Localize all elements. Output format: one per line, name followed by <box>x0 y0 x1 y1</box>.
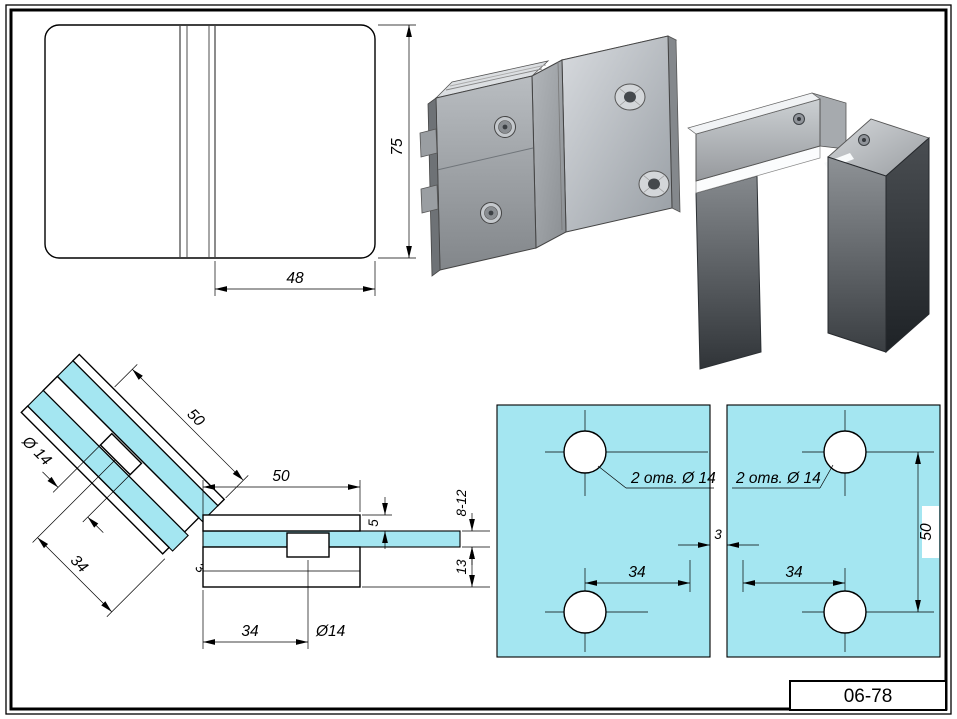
border-frame <box>5 4 952 715</box>
dim-text-13: 13 <box>454 559 469 575</box>
dim-text-8-12: 8-12 <box>454 489 469 517</box>
glass-section <box>202 530 461 548</box>
dim-plate-gap-3: 3 <box>678 527 759 548</box>
glass-panel-left <box>695 175 762 370</box>
hole-bore <box>648 178 660 190</box>
dim-text-50: 50 <box>272 468 290 485</box>
screw-section <box>286 532 330 558</box>
part-number: 06-78 <box>844 686 893 707</box>
inner-border <box>9 8 948 711</box>
channel-line <box>449 64 547 87</box>
leader-line <box>819 464 834 489</box>
top-plate-section <box>202 514 361 532</box>
channel-line <box>445 68 543 91</box>
holes-note-right: 2 отв. Ø 14 <box>732 464 834 489</box>
screw-center <box>862 138 866 142</box>
dim-glass-8-12: 8-12 <box>454 489 490 565</box>
title-block-box <box>789 680 947 711</box>
dim-text-75: 75 <box>389 138 406 156</box>
dim-text-34: 34 <box>628 564 646 581</box>
dim-text-5: 5 <box>366 519 381 527</box>
dim-height-75: 75 <box>378 24 416 259</box>
dim-hole-spacing-50: 50 <box>915 452 939 612</box>
extension-line <box>52 440 105 493</box>
dimension-line <box>132 369 244 481</box>
drill-hole <box>823 590 867 634</box>
dim-text-34: 34 <box>785 564 803 581</box>
holes-note-left: 2 отв. Ø 14 <box>597 465 716 489</box>
section-view: 50 5 8-12 13 34 Ø14 <box>202 468 490 649</box>
dim-text-50: 50 <box>918 523 935 541</box>
front-view: 48 75 <box>44 24 416 296</box>
dimension-arrow-line <box>87 516 104 533</box>
dim-width-48: 48 <box>214 261 376 296</box>
dim-text-dia14: Ø14 <box>315 623 346 640</box>
backplate-face <box>561 35 673 233</box>
clamp-tooth <box>419 128 438 158</box>
bottom-plate-section <box>202 546 361 588</box>
dim-text-halo <box>922 506 939 558</box>
fold-line <box>557 61 563 231</box>
socket-screw <box>494 116 516 138</box>
dim-text-50: 50 <box>183 406 207 430</box>
screw-center <box>797 117 801 121</box>
extension-line <box>32 459 116 543</box>
dim-text-3: 3 <box>714 527 722 542</box>
front-view-outline <box>44 24 376 259</box>
extension-line <box>106 558 166 618</box>
drill-hole <box>823 430 867 474</box>
countersunk-hole <box>614 83 646 111</box>
screw-center <box>502 124 508 130</box>
drill-hole <box>563 590 607 634</box>
leader-line <box>597 465 627 489</box>
dim-text-34: 34 <box>67 552 91 576</box>
socket-screw <box>480 202 502 224</box>
iso-view-bracket <box>419 35 681 277</box>
dim-offset-right-34: 34 <box>742 560 845 592</box>
dim-offset-left-34: 34 <box>585 560 691 592</box>
dim-length-50: 50 <box>202 468 361 529</box>
clamp-seam <box>436 147 534 171</box>
extension-line <box>114 364 138 388</box>
dim-text-48: 48 <box>286 270 304 287</box>
title-block: 06-78 <box>789 680 947 711</box>
clamp-front-face <box>435 75 537 271</box>
dim-text-34: 34 <box>241 623 259 640</box>
plates-view: 2 отв. Ø 14 2 отв. Ø 14 3 34 34 50 <box>496 404 941 658</box>
holes-note-text: 2 отв. Ø 14 <box>630 470 716 487</box>
drill-hole <box>563 430 607 474</box>
dim-hole-offset-34: 34 Ø14 <box>202 560 346 649</box>
countersunk-hole <box>638 170 670 198</box>
dimension-line <box>37 537 113 613</box>
holes-note-text: 2 отв. Ø 14 <box>735 470 821 487</box>
clamp-tooth <box>420 184 439 214</box>
z-bend <box>531 59 567 249</box>
outer-border <box>5 4 952 715</box>
dim-bottom-plate-13: 13 <box>362 547 490 588</box>
angled-view: 50 Ø 14 34 <box>18 353 249 618</box>
hole-bore <box>624 91 636 103</box>
glass-block-left-face <box>827 156 887 353</box>
dimension-arrow-line <box>42 471 59 488</box>
dim-top-plate-5: 5 <box>362 497 392 549</box>
extension-line <box>82 470 135 523</box>
clamp-top-edge <box>687 92 821 135</box>
screw-center <box>488 210 494 216</box>
iso-view-glass-assembly <box>687 92 930 370</box>
glass-block-right-face <box>885 136 930 354</box>
